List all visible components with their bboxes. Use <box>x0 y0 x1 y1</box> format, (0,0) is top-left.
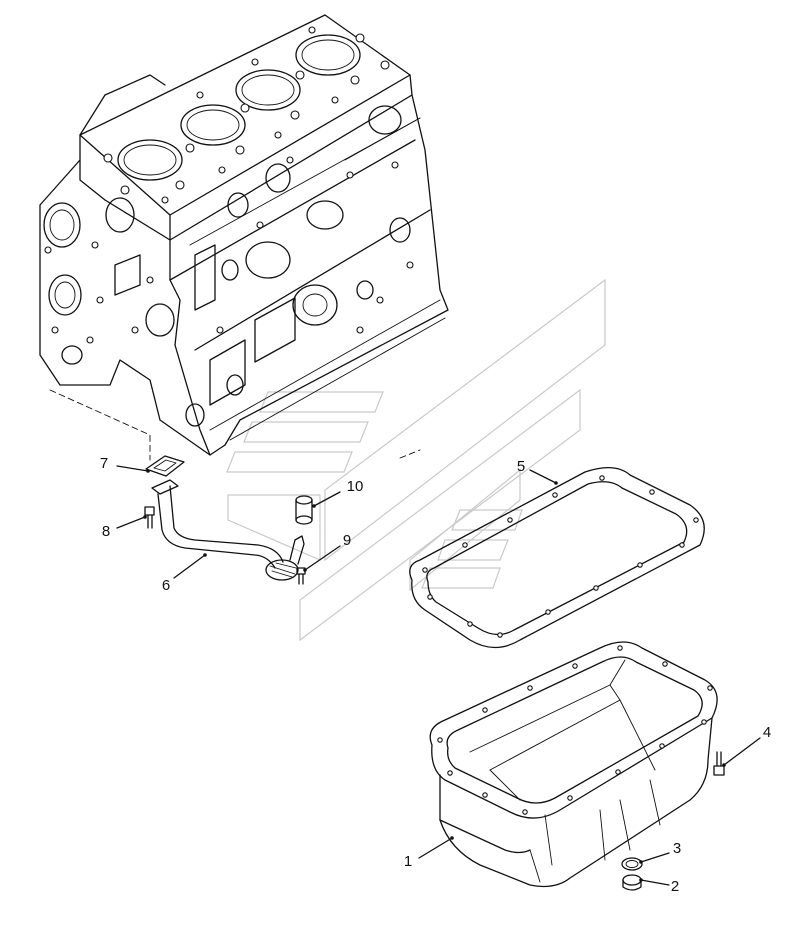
callout-5: 5 <box>517 458 525 475</box>
part-3-washer <box>621 857 643 871</box>
assembly-guides <box>49 389 421 461</box>
callout-1: 1 <box>404 853 412 870</box>
engine-block <box>39 14 449 456</box>
callout-7: 7 <box>100 455 108 472</box>
part-7-gasket <box>145 455 185 477</box>
callout-2: 2 <box>671 878 679 895</box>
part-2-drain-plug <box>622 874 642 891</box>
callout-4: 4 <box>763 724 771 741</box>
part-4-bolt <box>713 751 725 776</box>
part-8-bolt <box>144 506 155 529</box>
part-6-suction-pipe <box>151 479 305 581</box>
callout-10: 10 <box>347 478 364 495</box>
callout-9: 9 <box>343 532 351 549</box>
callout-3: 3 <box>673 840 681 857</box>
part-10-bush <box>295 495 313 525</box>
part-1-oil-pan <box>429 641 718 888</box>
leader-lines <box>116 465 761 886</box>
callout-6: 6 <box>162 577 170 594</box>
watermark-emblem <box>226 278 606 642</box>
part-5-pan-gasket <box>409 467 705 649</box>
callouts: 7 8 6 10 9 5 4 1 3 2 <box>100 455 771 895</box>
deck-holes <box>103 26 390 204</box>
callout-8: 8 <box>102 523 110 540</box>
